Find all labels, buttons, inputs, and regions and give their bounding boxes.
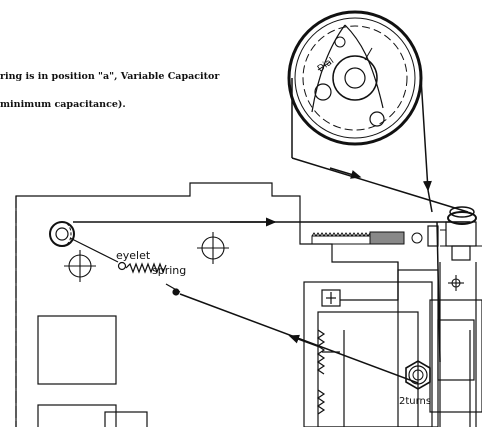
caption-line-2: minimum capacitance).	[0, 99, 126, 110]
spring-assembly	[69, 237, 181, 296]
spring-label: spring	[152, 264, 186, 277]
dial-drum	[287, 10, 423, 146]
gear-rack	[311, 231, 423, 245]
caption-line-1: ring is in position "a", Variable Capaci…	[0, 71, 220, 82]
left-pulley	[49, 221, 75, 247]
chassis-window-upper	[37, 315, 117, 385]
capacitor-shaft-nut	[405, 360, 431, 390]
dial-hole-right	[369, 111, 385, 127]
drive-cord	[73, 77, 470, 384]
dial-hub	[332, 55, 378, 101]
dial-hole-left	[314, 83, 332, 101]
chassis-window-lower	[37, 404, 117, 427]
dial-label: Dial	[316, 56, 336, 74]
eyelet	[117, 261, 127, 271]
turns-label: 2turns	[399, 396, 431, 407]
spring-coil	[125, 262, 167, 274]
tuning-shaft-pulley	[427, 206, 482, 261]
chassis	[15, 182, 399, 427]
mount-holes	[64, 232, 464, 291]
eyelet-label: eyelet	[116, 249, 151, 262]
